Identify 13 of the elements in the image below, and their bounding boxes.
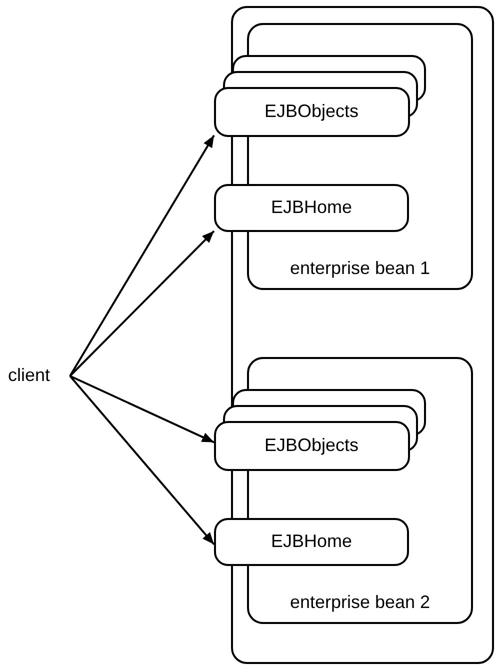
box-label: EJBHome <box>270 197 352 219</box>
box-label: EJBHome <box>270 531 352 553</box>
arrow <box>69 230 215 377</box>
box-label: EJBObjects <box>264 100 359 122</box>
group-label: enterprise bean 2 <box>290 592 430 614</box>
box-label: EJBObjects <box>264 434 359 456</box>
arrow <box>69 375 215 546</box>
arrow <box>70 375 214 444</box>
node-label: client <box>8 365 50 387</box>
group-label: enterprise bean 1 <box>290 258 430 280</box>
arrow <box>69 134 215 377</box>
rounded-box <box>214 184 409 232</box>
rounded-box <box>214 518 409 566</box>
